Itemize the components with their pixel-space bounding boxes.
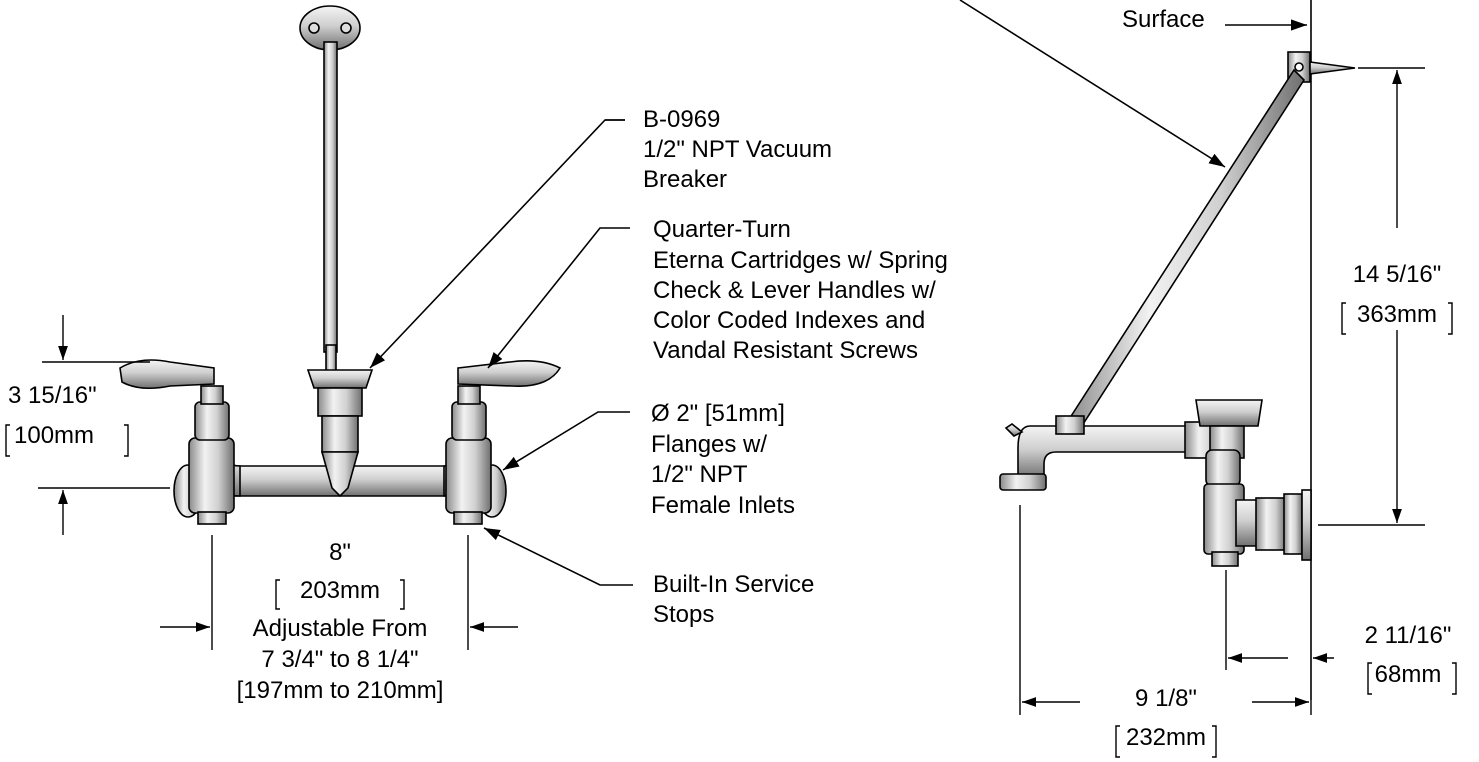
- cartridges-line-1: Quarter-Turn: [653, 216, 791, 243]
- right-valve: [445, 360, 562, 525]
- side-flange: [1301, 489, 1312, 561]
- flanges-line-1: Ø 2" [51mm]: [651, 400, 785, 427]
- spout-reach-imperial: 9 1/8": [1135, 685, 1197, 712]
- cartridges-line-2: Eterna Cartridges w/ Spring: [653, 247, 948, 274]
- annotation-text: Surface B-0969 1/2" NPT Vacuum Breaker Q…: [5, 6, 1457, 758]
- side-view: [959, 0, 1425, 715]
- left-valve: [119, 359, 235, 525]
- center-spacing-metric: 203mm: [300, 577, 380, 604]
- center-spacing-note-3: [197mm to 210mm]: [237, 677, 444, 704]
- brace-leader: [959, 0, 1226, 168]
- center-spacing-note-1: Adjustable From: [253, 615, 428, 642]
- vacuum-breaker-line-2: 1/2" NPT Vacuum: [643, 136, 832, 163]
- flanges-line-3: 1/2" NPT: [651, 461, 748, 488]
- service-stops-line-1: Built-In Service: [653, 571, 814, 598]
- handle-height-dimension: [38, 315, 170, 535]
- brace-mount-plate: [299, 5, 361, 51]
- center-spacing-imperial: 8": [329, 539, 351, 566]
- cartridge-leader: [487, 227, 630, 369]
- service-stops-line-2: Stops: [653, 601, 714, 628]
- right-service-stop: [453, 511, 483, 525]
- center-spacing-note-2: 7 3/4" to 8 1/4": [261, 646, 418, 673]
- left-lever-handle-icon: [119, 359, 215, 390]
- cartridges-line-5: Vandal Resistant Screws: [653, 337, 918, 364]
- flange-leader: [502, 411, 630, 471]
- brace-rod: [323, 41, 338, 353]
- vacuum-breaker-line-3: Breaker: [643, 166, 727, 193]
- side-valve: [1203, 449, 1312, 567]
- spout-icon: [320, 451, 360, 498]
- flanges-line-4: Female Inlets: [651, 492, 795, 519]
- center-spacing-dimension: [160, 535, 518, 650]
- right-lever-handle-icon: [457, 360, 562, 387]
- handle-height-metric: 100mm: [14, 422, 94, 449]
- wall-offset-imperial: 2 11/16": [1365, 622, 1452, 649]
- vacuum-breaker-leader: [369, 119, 625, 369]
- cartridges-line-4: Color Coded Indexes and: [653, 307, 925, 334]
- handle-height-imperial: 3 15/16": [8, 382, 97, 409]
- front-view: [38, 5, 633, 650]
- wall-offset-metric: 68mm: [1375, 661, 1442, 688]
- cartridges-line-3: Check & Lever Handles w/: [653, 277, 936, 304]
- side-brace-rod: [1064, 68, 1306, 434]
- side-service-stop: [1211, 551, 1239, 567]
- spout-reach-dimension: [1019, 505, 1312, 715]
- side-spout: [999, 415, 1197, 491]
- wall-offset-dimension: [1225, 570, 1334, 670]
- vacuum-breaker: [306, 369, 374, 498]
- service-stop-leader: [483, 527, 633, 586]
- spout-reach-metric: 232mm: [1126, 724, 1206, 751]
- left-service-stop: [197, 511, 227, 525]
- vacuum-breaker-line-1: B-0969: [643, 106, 720, 133]
- brace-height-dimension: [1318, 67, 1425, 526]
- brace-height-metric: 363mm: [1357, 301, 1437, 328]
- mounting-surface-label: Surface: [1122, 6, 1205, 33]
- brace-height-imperial: 14 5/16": [1353, 261, 1442, 288]
- flanges-line-2: Flanges w/: [651, 431, 767, 458]
